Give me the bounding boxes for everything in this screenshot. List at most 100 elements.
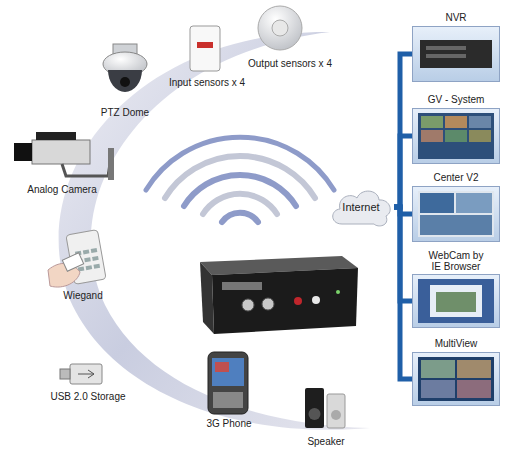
device-label: Speaker xyxy=(266,436,386,447)
dome xyxy=(108,70,142,92)
speaker-cone xyxy=(309,408,321,420)
led xyxy=(336,290,340,294)
screen-tile xyxy=(420,193,454,213)
panel-bg xyxy=(412,274,500,328)
screen-tile xyxy=(421,380,455,398)
wall-plate xyxy=(108,148,114,180)
system-panel: NVR xyxy=(412,12,500,82)
panel-frame xyxy=(412,186,500,242)
network-line xyxy=(394,54,412,207)
speaker xyxy=(327,394,345,428)
audio-jack xyxy=(294,297,302,305)
speaker-cone xyxy=(331,410,341,420)
panel-frame xyxy=(412,274,500,328)
network-line xyxy=(394,207,412,301)
speaker xyxy=(305,388,324,428)
bnc-connector xyxy=(242,299,254,311)
device-label: USB 2.0 Storage xyxy=(28,391,148,402)
screen-tile xyxy=(469,116,491,128)
network-line xyxy=(394,136,412,207)
cloud-node: Internet xyxy=(328,184,394,230)
arc-band xyxy=(59,32,370,430)
system-panel: Center V2 xyxy=(412,172,500,242)
device-front xyxy=(212,268,358,334)
panel-frame xyxy=(412,352,500,406)
panel-heading: MultiView xyxy=(425,338,487,349)
panel-frame xyxy=(412,108,500,164)
phone-body xyxy=(208,352,248,414)
input-sensor-icon xyxy=(190,26,220,71)
audio-jack xyxy=(312,296,320,304)
bnc-connector xyxy=(262,298,274,310)
screen-tile xyxy=(469,130,491,142)
device-side xyxy=(200,262,214,334)
screen-tile xyxy=(445,130,467,142)
camera-top xyxy=(36,132,76,140)
ptz-dome-icon xyxy=(103,44,147,92)
screen-tile xyxy=(457,380,491,398)
usb-storage-icon xyxy=(60,364,102,384)
wiegand-icon xyxy=(48,230,106,287)
output-sensor-icon xyxy=(258,6,302,50)
system-panel: GV - System xyxy=(412,94,500,164)
phone-image xyxy=(215,362,229,372)
video-server xyxy=(200,256,358,334)
key xyxy=(83,249,90,254)
card xyxy=(62,253,83,271)
camera-lens xyxy=(14,143,32,161)
key xyxy=(86,265,93,270)
screen-tile xyxy=(456,193,492,213)
usb-symbol xyxy=(78,370,94,378)
device-label: Output sensors x 4 xyxy=(230,58,350,69)
cloud-label: Internet xyxy=(328,184,394,230)
panel-bg xyxy=(412,26,500,82)
phone-icon xyxy=(208,352,248,414)
system-panel: MultiView xyxy=(412,338,500,406)
device-label: Analog Camera xyxy=(2,184,122,195)
browser-window xyxy=(430,285,482,317)
phone-keys xyxy=(213,392,243,408)
panel-bg xyxy=(412,352,500,406)
wireless-waves xyxy=(146,137,334,222)
phone-screen xyxy=(212,358,244,386)
screen-tile xyxy=(457,360,491,378)
screen xyxy=(418,357,494,401)
wave xyxy=(203,194,277,214)
panel-heading: NVR xyxy=(425,12,487,23)
screen-tile xyxy=(445,116,467,128)
screen xyxy=(418,113,494,159)
screen-tile xyxy=(421,130,443,142)
key xyxy=(92,256,99,261)
panel-heading: WebCam by IE Browser xyxy=(425,250,487,272)
sensor-window xyxy=(197,42,213,48)
screen-tile xyxy=(421,360,455,378)
nvr-unit xyxy=(420,40,492,68)
speaker-icon xyxy=(305,388,345,428)
panel-bg xyxy=(412,186,500,242)
wave xyxy=(146,137,334,190)
lens xyxy=(120,77,130,87)
device-label: 3G Phone xyxy=(169,418,289,429)
device-label: Wiegand xyxy=(23,290,143,301)
camera-bracket xyxy=(62,152,112,176)
key xyxy=(91,248,98,253)
usb-body xyxy=(70,364,102,384)
usb-plug xyxy=(60,369,70,379)
screen-tile xyxy=(420,215,492,235)
wave xyxy=(184,175,296,206)
analog-camera-icon xyxy=(14,132,114,180)
network-line xyxy=(394,207,412,379)
wave xyxy=(165,156,315,198)
device-label: PTZ Dome xyxy=(65,107,185,118)
panel-heading: GV - System xyxy=(425,94,487,105)
browser-image xyxy=(436,292,476,312)
device-label: Input sensors x 4 xyxy=(147,77,267,88)
screen xyxy=(418,279,494,323)
sensor-center xyxy=(272,20,288,36)
nvr-drive xyxy=(426,46,466,50)
panel-heading: Center V2 xyxy=(425,172,487,183)
system-panel: WebCam by IE Browser xyxy=(412,250,500,328)
sensor-body xyxy=(190,26,220,71)
screen xyxy=(418,191,494,237)
